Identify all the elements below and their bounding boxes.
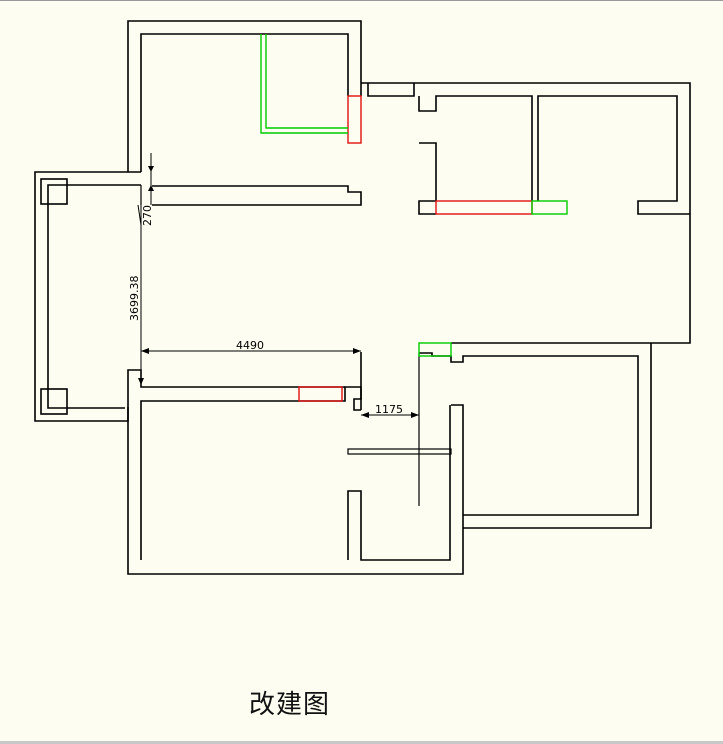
balcony-left [34, 171, 142, 422]
wall-right-outer [361, 82, 691, 344]
new-wall-bottom [418, 342, 452, 357]
dim-3699-arrow [138, 378, 144, 385]
rooms-top-right [361, 82, 691, 344]
wall-top-left-bottom [152, 185, 362, 206]
wall-bottom-right-inner [419, 352, 639, 516]
new-wall-mid [531, 200, 568, 215]
wall-bottom-right-outer [463, 343, 652, 529]
dim-270-label: 270 [141, 205, 154, 226]
removed-wall-mid [435, 200, 533, 215]
dim-4490-label: 4490 [236, 339, 264, 352]
dim-270-arrow [148, 166, 154, 172]
column-bottom [40, 388, 68, 415]
removed-wall-bottom [298, 386, 343, 402]
dim-1175-arrow-right [411, 412, 419, 418]
room-bottom-right [419, 343, 652, 529]
balcony-outer [34, 171, 141, 422]
dim-1175-arrow-left [361, 412, 369, 418]
dim-1175-label: 1175 [375, 403, 403, 416]
wall-top-left-inner [140, 33, 349, 172]
wall-right-top-stub [367, 83, 415, 97]
balcony-inner [47, 184, 141, 409]
bottom-edge [0, 741, 723, 744]
wall-bottom-left-outer [127, 404, 464, 575]
drawing-caption: 改建图 [249, 690, 331, 720]
column-top [40, 178, 68, 205]
room-bottom-left [127, 352, 464, 575]
removed-wall-top [347, 95, 362, 144]
wall-partition [347, 405, 451, 561]
wall-room-a-left [418, 142, 437, 215]
wall-room-a [418, 95, 533, 201]
modifications [260, 34, 568, 402]
wall-stub-mid [353, 352, 362, 411]
dimensions: 270 3699.38 4490 1175 [128, 153, 419, 418]
wall-shelf [347, 448, 452, 455]
wall-top-left-outer [127, 20, 362, 172]
new-wall-top-inner [265, 34, 348, 129]
dim-4490-arrow-left [141, 348, 149, 354]
room-top-left [127, 20, 362, 206]
dim-3699-label: 3699.38 [128, 276, 141, 322]
dim-270-arrow-2 [148, 185, 154, 191]
wall-room-b [537, 95, 690, 215]
dim-4490-arrow-right [353, 348, 361, 354]
top-edge [0, 0, 723, 1]
wall-bottom-left-inner [140, 386, 362, 560]
new-wall-top [260, 34, 348, 134]
